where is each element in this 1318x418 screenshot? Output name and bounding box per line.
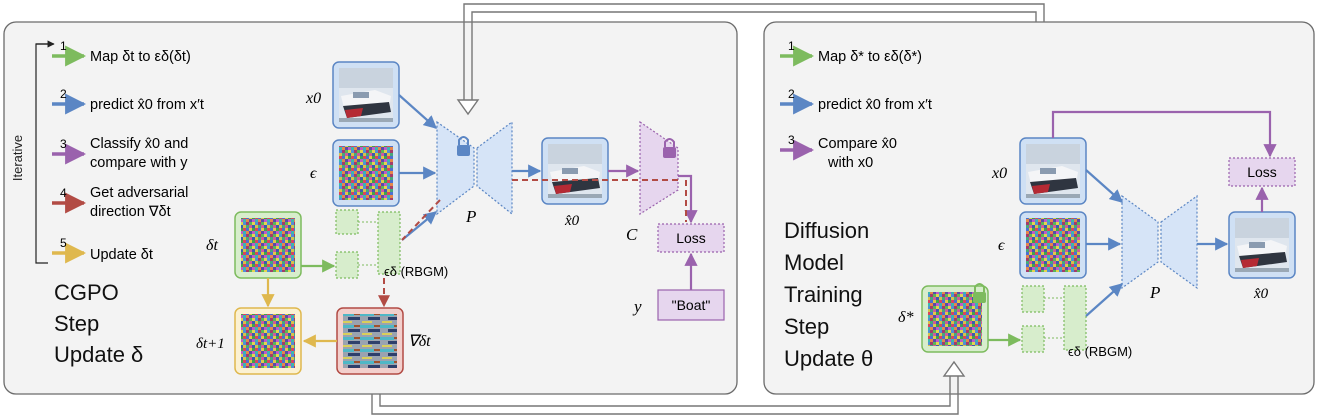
title-line-4: Step [784, 314, 829, 339]
right-delta-star-image [921, 283, 989, 353]
right-rbgm-links [1044, 297, 1064, 339]
right-title: Diffusion Model Training Step Update θ [784, 218, 873, 371]
step-number: 2 [60, 87, 67, 101]
left-noise-image [332, 139, 400, 207]
right-legend-step-2: 2 predict x̂0 from x′t [780, 87, 932, 115]
step-number: 1 [788, 39, 795, 53]
iterative-bracket: Iterative [10, 40, 55, 264]
right-legend-step-3: 3 Compare x̂0 with x0 [780, 133, 897, 171]
step-text: Update δt [90, 247, 153, 263]
left-rbgm-label: ϵδ (RBGM) [384, 264, 448, 279]
title-line-3: Training [784, 282, 863, 307]
step-number: 1 [60, 39, 67, 53]
left-boat-label: "Boat" [672, 297, 711, 313]
step-number: 5 [60, 236, 67, 250]
right-loss-label: Loss [1247, 164, 1277, 180]
left-delta-t-label: δt [206, 237, 218, 254]
title-line-1: Diffusion [784, 218, 869, 243]
left-classifier-C [639, 120, 679, 216]
bottom-connector-arrowhead [942, 360, 966, 377]
top-connector-arrowhead [456, 99, 480, 116]
right-xhat-label: x̂0 [1253, 286, 1269, 302]
right-loss-box: Loss [1228, 157, 1296, 187]
step-number: 4 [60, 186, 67, 200]
step-text-line-2: direction ∇δt [90, 204, 171, 220]
title-line-1: CGPO [54, 280, 119, 305]
step-text: predict x̂0 from x′t [90, 97, 204, 113]
right-noise-image [1019, 211, 1087, 279]
left-xhat-label: x̂0 [564, 213, 580, 229]
left-grad-label: ∇δt [408, 333, 431, 350]
top-connector [463, 3, 1045, 102]
right-rbgm-block [1021, 285, 1087, 353]
right-eps-label: ϵ [998, 237, 1005, 254]
left-legend-step-4: 4 Get adversarial direction ∇δt [52, 185, 188, 220]
step-text-line-2: with x0 [827, 155, 873, 171]
right-P-network [1121, 194, 1198, 290]
left-C-label: C [626, 225, 638, 244]
title-line-2: Model [784, 250, 844, 275]
left-rbgm-links [358, 221, 378, 266]
step-text-line-2: compare with y [90, 155, 188, 171]
left-x0-label: x0 [305, 90, 321, 107]
step-text: Map δ* to εδ(δ*) [818, 49, 922, 65]
left-legend-step-3: 3 Classify x̂0 and compare with y [52, 136, 188, 171]
step-number: 3 [60, 137, 67, 151]
left-legend-step-2: 2 predict x̂0 from x′t [52, 87, 204, 115]
left-panel [3, 21, 738, 395]
left-eps-label: ϵ [310, 165, 317, 182]
left-x0-image [332, 61, 400, 129]
right-panel [763, 21, 1315, 395]
left-loss-label: Loss [676, 230, 706, 246]
step-text-line-1: Get adversarial [90, 185, 188, 201]
right-P-label: P [1149, 283, 1160, 302]
left-arrows [261, 94, 698, 348]
bottom-connector [371, 374, 959, 415]
right-x0-label: x0 [991, 165, 1007, 182]
step-number: 3 [788, 133, 795, 147]
left-xhat-image [541, 137, 609, 205]
left-y-label: y [632, 297, 642, 316]
step-text: Map δt to εδ(δt) [90, 49, 191, 65]
left-title: CGPO Step Update δ [54, 280, 143, 367]
left-grad-image [336, 307, 404, 375]
right-rbgm-label: ϵδ (RBGM) [1068, 344, 1132, 359]
iterative-label: Iterative [10, 135, 25, 181]
left-P-network [436, 120, 513, 216]
step-text-line-1: Classify x̂0 and [90, 136, 188, 152]
right-delta-star-label: δ* [898, 309, 913, 326]
left-loss-box: Loss [657, 223, 725, 253]
left-delta-t-image [234, 211, 302, 279]
left-legend-step-5: 5 Update δt [52, 236, 153, 264]
left-delta-t1-image [234, 307, 302, 375]
right-arrows [988, 110, 1277, 347]
step-text: predict x̂0 from x′t [818, 97, 932, 113]
step-text-line-1: Compare x̂0 [818, 136, 897, 152]
title-line-2: Step [54, 311, 99, 336]
right-xhat-image [1228, 211, 1296, 279]
step-number: 2 [788, 87, 795, 101]
left-delta-t1-label: δt+1 [196, 336, 225, 352]
title-line-5: Update θ [784, 346, 873, 371]
left-P-label: P [465, 207, 476, 226]
right-x0-image [1019, 137, 1087, 205]
left-rbgm-block [335, 209, 401, 279]
left-legend-step-1: 1 Map δt to εδ(δt) [52, 39, 191, 67]
title-line-3: Update δ [54, 342, 143, 367]
right-legend-step-1: 1 Map δ* to εδ(δ*) [780, 39, 922, 67]
left-boat-label-box: "Boat" [657, 289, 725, 321]
